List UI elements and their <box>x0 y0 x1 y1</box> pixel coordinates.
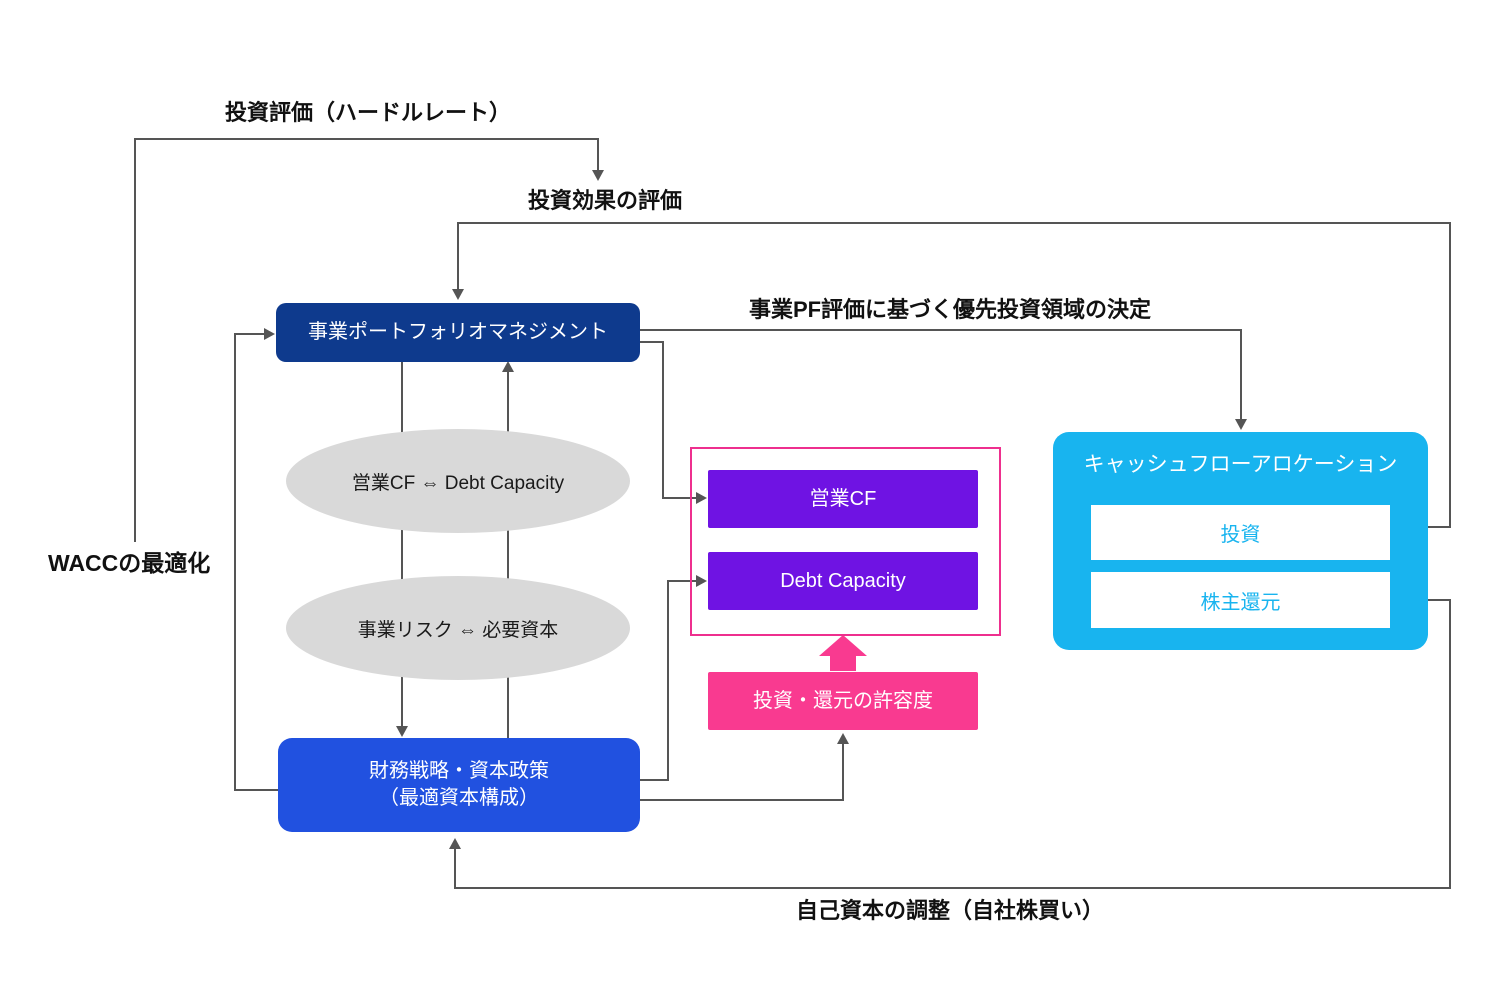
arrowhead-down-icon <box>592 170 604 181</box>
ellipse-business-risk-required-capital: 事業リスク ⇔ 必要資本 <box>286 576 630 680</box>
slot-investment: 投資 <box>1091 505 1390 560</box>
arrowhead-down-icon <box>1235 419 1247 430</box>
node-investment-return-tolerance: 投資・還元の許容度 <box>708 672 978 730</box>
node-label-line2: （最適資本構成） <box>379 787 539 809</box>
ellipse-label: 事業リスク ⇔ 必要資本 <box>357 619 559 641</box>
ellipse-operating-cf-debt-capacity: 営業CF ⇔ Debt Capacity <box>286 429 630 533</box>
node-label: 営業CF <box>809 487 877 510</box>
label-equity-adjustment: 自己資本の調整（自社株買い） <box>795 898 1104 923</box>
node-finance-strategy-capital-policy: 財務戦略・資本政策 （最適資本構成） <box>278 738 640 832</box>
connector-finance-to-debt-capacity <box>640 580 697 781</box>
arrowhead-right-icon <box>696 492 707 504</box>
label-investment-effect: 投資効果の評価 <box>527 188 682 213</box>
connector-portfolio-to-operating-cf <box>640 341 697 499</box>
connector-investment-effect <box>457 222 1451 528</box>
node-label: 事業ポートフォリオマネジメント <box>308 321 608 343</box>
connector-hurdle-rate <box>134 138 599 542</box>
slot-label: 投資 <box>1220 524 1261 546</box>
connector-pf-decision <box>640 329 1242 420</box>
big-up-arrow-icon <box>819 635 867 671</box>
arrowhead-up-icon <box>449 838 461 849</box>
arrowhead-up-icon <box>502 361 514 372</box>
node-label-line1: 財務戦略・資本政策 <box>369 760 549 782</box>
connector-equity-adjustment <box>454 599 1451 889</box>
node-debt-capacity: Debt Capacity <box>708 552 978 610</box>
label-wacc: WACCの最適化 <box>48 550 211 576</box>
arrowhead-right-icon <box>696 575 707 587</box>
frame-cf-sources <box>690 447 1001 636</box>
connector-finance-to-portfolio <box>234 333 278 791</box>
slot-label: 株主還元 <box>1200 591 1281 614</box>
arrowhead-down-icon <box>396 726 408 737</box>
node-business-portfolio-management: 事業ポートフォリオマネジメント <box>276 303 640 362</box>
connector-finance-to-tolerance <box>640 744 844 801</box>
arrowhead-up-icon <box>837 733 849 744</box>
arrowhead-down-icon <box>452 289 464 300</box>
node-label: 投資・還元の許容度 <box>753 689 933 712</box>
label-pf-decision: 事業PF評価に基づく優先投資領域の決定 <box>748 297 1152 322</box>
slot-shareholder-return: 株主還元 <box>1091 572 1390 628</box>
label-hurdle-rate: 投資評価（ハードルレート） <box>225 100 512 125</box>
cashflow-allocation-title: キャッシュフローアロケーション <box>1083 453 1398 476</box>
arrowhead-right-icon <box>264 328 275 340</box>
ellipse-label: 営業CF ⇔ Debt Capacity <box>351 472 565 494</box>
node-operating-cf: 営業CF <box>708 470 978 528</box>
node-label: Debt Capacity <box>780 569 906 592</box>
